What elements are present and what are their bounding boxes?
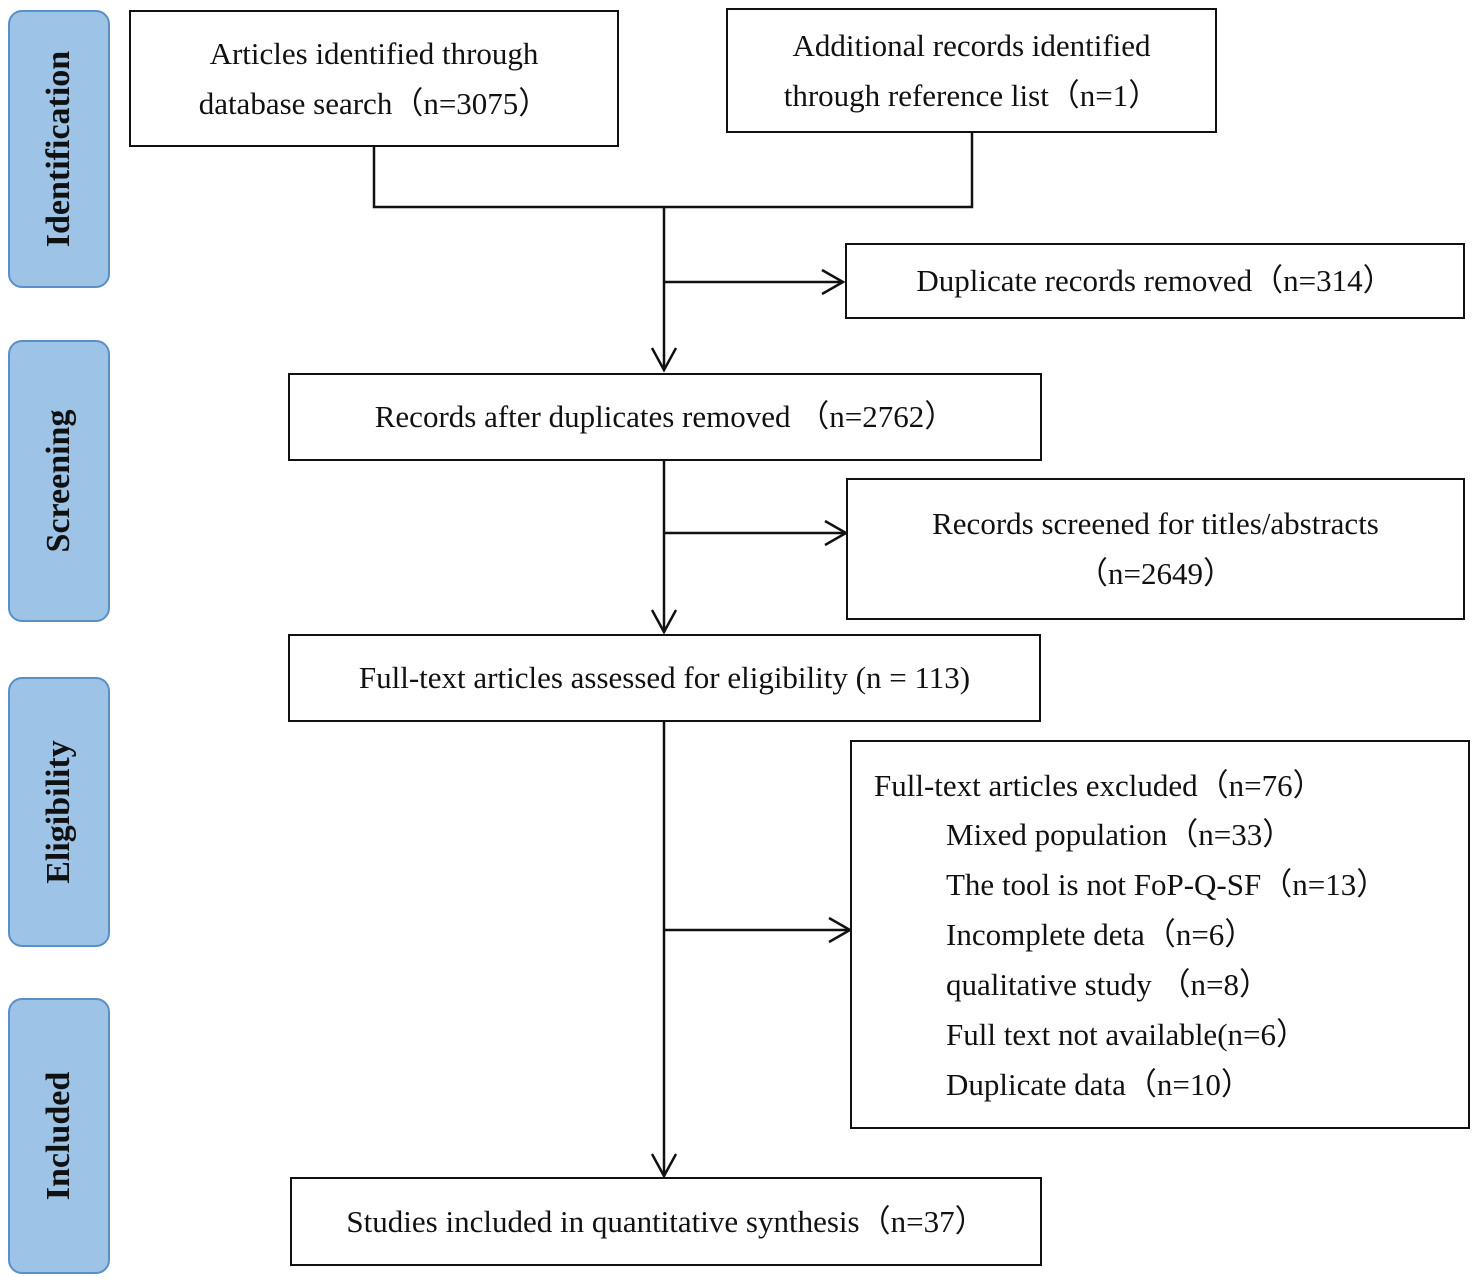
box-text: Articles identified through [209, 35, 539, 71]
after-duplicates-box: Records after duplicates removed （n=2762… [288, 373, 1042, 461]
exclusion-reason: Duplicate data（n=10） [946, 1067, 1252, 1102]
included-box: Studies included in quantitative synthes… [290, 1177, 1042, 1266]
box-text: （n=2649） [1077, 556, 1234, 591]
phase-screening: Screening [8, 340, 110, 622]
phase-eligibility: Eligibility [8, 677, 110, 947]
exclusion-reason: Mixed population（n=33） [946, 817, 1294, 852]
box-text: Records screened for titles/abstracts [932, 506, 1379, 542]
excluded-title: Full-text articles excluded（n=76） [874, 768, 1324, 803]
exclusion-reason: Incomplete deta（n=6） [946, 917, 1256, 952]
exclusion-reason: qualitative study （n=8） [946, 967, 1271, 1002]
fulltext-excluded-box: Full-text articles excluded（n=76） Mixed … [850, 740, 1470, 1129]
database-search-box: Articles identified through database sea… [129, 10, 619, 147]
box-text: Duplicate records removed（n=314） [916, 263, 1394, 299]
box-text: Full-text articles assessed for eligibil… [358, 660, 971, 696]
box-text: database search（n=3075） [198, 85, 550, 121]
phase-identification: Identification [8, 10, 110, 288]
box-text: Records after duplicates removed （n=2762… [374, 399, 956, 435]
duplicates-removed-box: Duplicate records removed（n=314） [845, 243, 1465, 319]
exclusion-reason: The tool is not FoP-Q-SF（n=13） [946, 867, 1388, 902]
box-text: Studies included in quantitative synthes… [346, 1203, 986, 1239]
box-text: through reference list（n=1） [783, 77, 1160, 113]
phase-included: Included [8, 998, 110, 1274]
screened-box: Records screened for titles/abstracts （n… [846, 478, 1465, 620]
exclusion-reasons: Mixed population（n=33） The tool is not F… [946, 810, 1387, 1110]
exclusion-reason: Full text not available(n=6） [946, 1017, 1307, 1052]
box-text: Additional records identified [792, 27, 1151, 63]
reference-list-box: Additional records identified through re… [726, 8, 1217, 133]
fulltext-assessed-box: Full-text articles assessed for eligibil… [288, 634, 1041, 722]
